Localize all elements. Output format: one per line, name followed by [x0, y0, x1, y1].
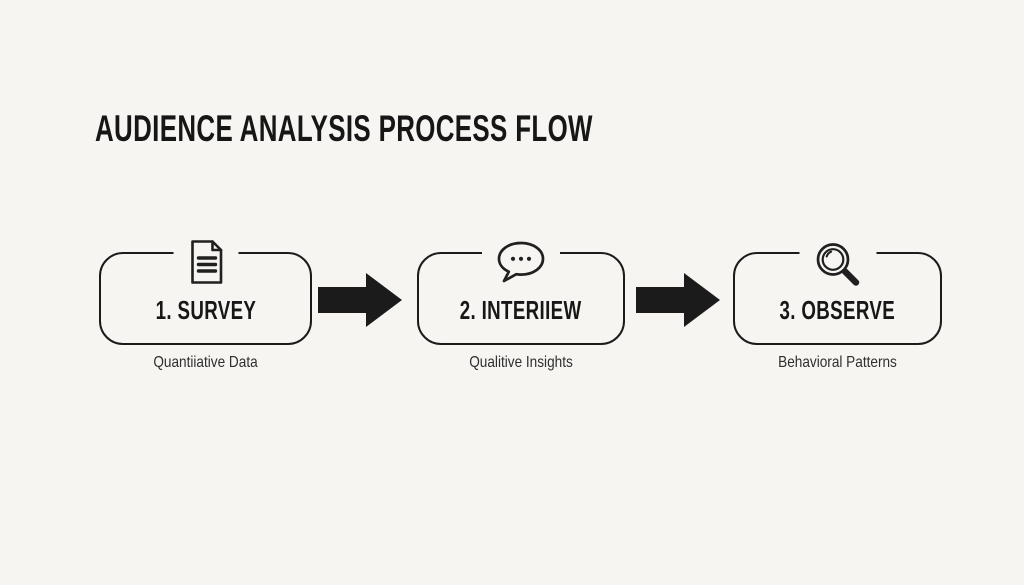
page-title: AUDIENCE ANALYSIS PROCESS FLOW: [95, 108, 593, 149]
flow-arrow-1: [318, 273, 402, 327]
step-caption-observe: Behavioral Patterns: [778, 354, 897, 371]
flow-step-observe: 3. OBSERVE Behavioral Patterns: [733, 239, 942, 372]
step-box-survey: 1. SURVEY: [99, 239, 312, 345]
step-caption-interview: Qualitive Insights: [469, 354, 573, 371]
step-label-survey: 1. SURVEY: [155, 295, 256, 325]
step-label-interview: 2. INTERIIEW: [460, 295, 582, 325]
flow-step-survey: 1. SURVEY Quantiiative Data: [99, 239, 312, 372]
flow-step-interview: 2. INTERIIEW Qualitive Insights: [417, 239, 625, 372]
step-caption-survey: Quantiiative Data: [153, 354, 258, 371]
document-icon: [173, 239, 238, 285]
step-box-interview: 2. INTERIIEW: [417, 239, 625, 345]
step-box-observe: 3. OBSERVE: [733, 239, 942, 345]
magnifier-icon: [799, 239, 876, 290]
flow-arrow-2: [636, 273, 720, 327]
step-label-observe: 3. OBSERVE: [779, 295, 896, 325]
speech-bubble-icon: [482, 239, 560, 286]
